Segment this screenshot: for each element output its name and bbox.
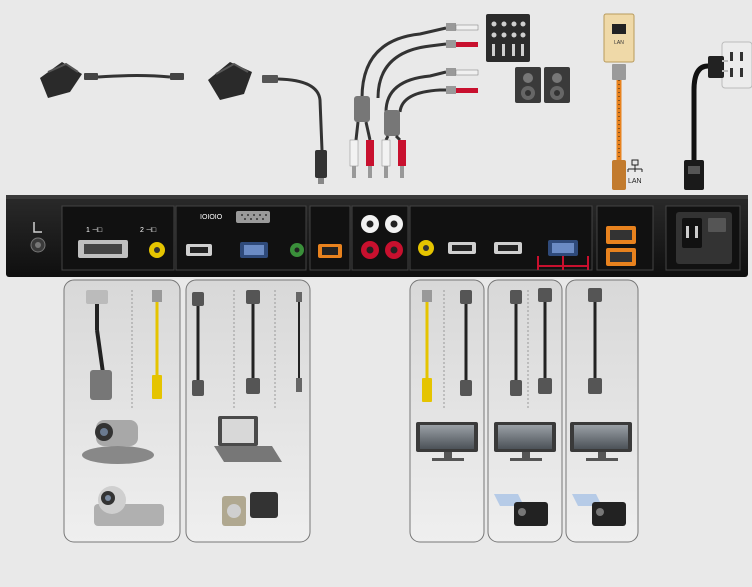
display-output-group-3 <box>565 279 639 543</box>
microphone-cable-to-unit <box>262 75 327 184</box>
display-output-section <box>409 205 593 271</box>
camera-input-section: 1 ⊣□ 2 ⊣□ <box>61 205 175 271</box>
lan-cable <box>612 64 626 190</box>
microphone-pod-2-icon <box>208 62 252 100</box>
hd-camera-icon <box>94 486 164 526</box>
audio-rca-section <box>351 205 409 271</box>
lan-jack-caption: LAN <box>614 40 624 46</box>
display-output-group-2 <box>487 279 563 543</box>
lan-wall-jack-icon: LAN <box>603 13 635 63</box>
speaker-right-icon <box>544 67 570 103</box>
monitor-icon <box>416 422 478 461</box>
projector-icon <box>572 494 626 526</box>
projector-icon <box>494 494 548 526</box>
monitor-icon <box>570 422 632 461</box>
monitor-icon <box>494 422 556 461</box>
microphone-cable-link <box>84 73 184 80</box>
microphone-pod-1-icon <box>40 62 82 98</box>
audio-mixer-icon <box>486 14 530 62</box>
serial-port <box>236 211 270 223</box>
power-inlet-port <box>682 218 702 248</box>
ptz-camera-icon <box>82 420 154 464</box>
camera-input-group <box>63 279 181 543</box>
display-output-group-1 <box>409 279 485 543</box>
mic-input-section <box>309 205 351 271</box>
power-inlet-section <box>665 205 741 271</box>
audio-rca-cables <box>349 23 479 178</box>
dvi-plug-bottom <box>90 370 112 400</box>
dvi-plug-top <box>86 290 108 304</box>
document-camera-icon <box>222 492 278 526</box>
pc-input-section: IOIOIO <box>175 205 307 271</box>
laptop-icon <box>214 416 282 462</box>
pc-input-group <box>185 279 311 543</box>
power-outlet-icon <box>721 41 752 89</box>
lan-label: LAN <box>628 178 642 185</box>
video-in-label: 2 ⊣□ <box>140 227 157 234</box>
speaker-left-icon <box>515 67 541 103</box>
ground-terminal-icon <box>30 222 46 253</box>
power-cable <box>684 56 728 190</box>
dvi-in-label: 1 ⊣□ <box>86 227 103 234</box>
serial-label: IOIOIO <box>200 214 223 221</box>
lan-network-icon <box>627 159 643 172</box>
power-switch <box>708 218 726 232</box>
lan-port-section <box>596 205 654 271</box>
